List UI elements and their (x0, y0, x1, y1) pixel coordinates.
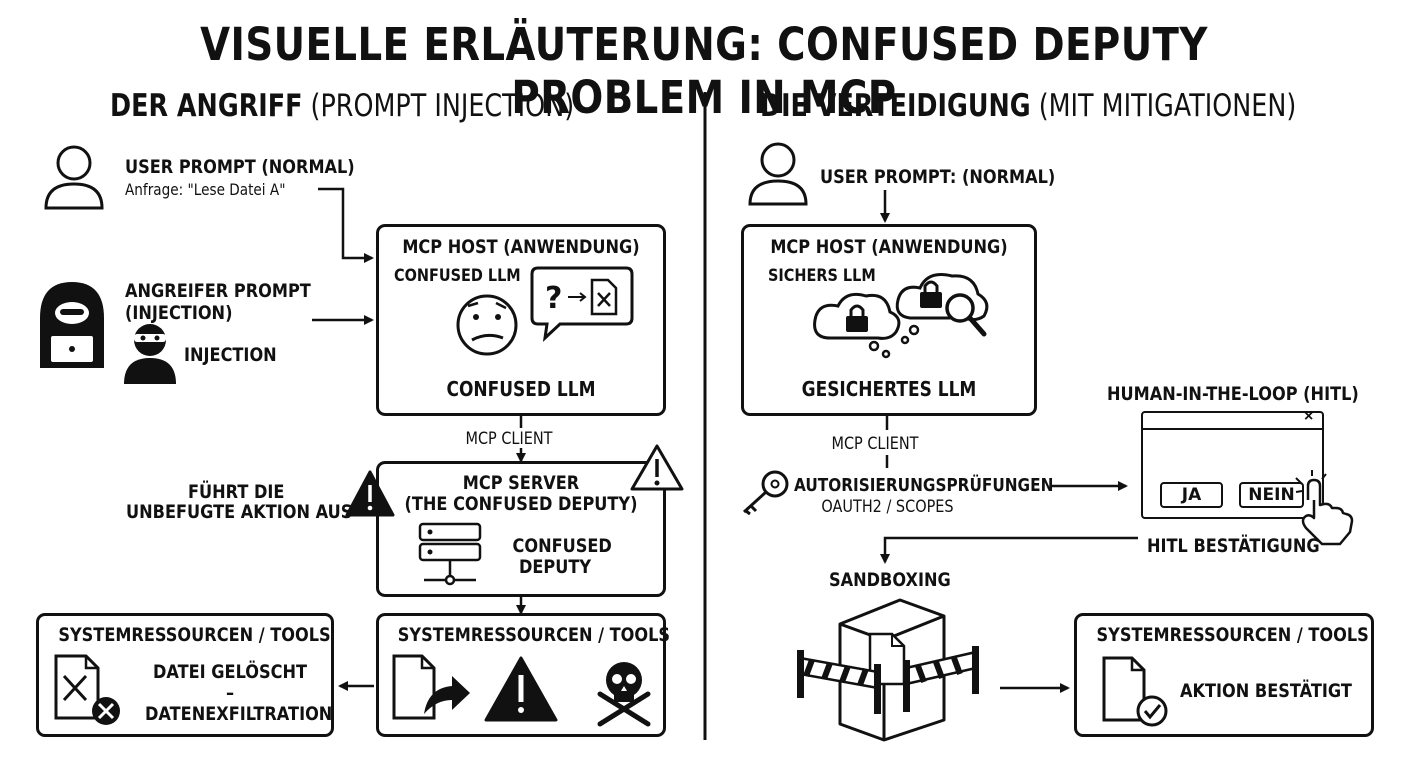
user-prompt-arrow (318, 187, 374, 263)
server-title-line-1: MCP SERVER (462, 472, 580, 494)
right-result-title: SYSTEMRESSOURCEN / TOOLS (1096, 624, 1369, 646)
right-result-text: AKTION BESTÄTIGT (1180, 680, 1352, 702)
left-host-llm-bottom: CONFUSED LLM (446, 377, 596, 401)
right-section-heading: DIE VERTEIDIGUNG (MIT MITIGATIONEN) (760, 88, 1296, 124)
attacker-title-line-1: ANGREIFER PROMPT (125, 280, 311, 302)
right-user-prompt-title: USER PROMPT: (NORMAL) (820, 166, 1056, 188)
left-mcp-server-box (376, 461, 666, 597)
hitl-sandbox-arrow (880, 536, 1138, 564)
right-heading-rest: (MIT MITIGATIONEN) (1038, 88, 1297, 124)
hitl-no-button[interactable]: NEIN (1239, 482, 1304, 508)
left-mcp-client-label: MCP CLIENT (465, 429, 553, 449)
hitl-close-icon[interactable]: × (1304, 408, 1314, 425)
left-result-title: SYSTEMRESSOURCEN / TOOLS (58, 624, 331, 646)
left-result-line-1: DATEI GELÖSCHT (152, 661, 308, 683)
hitl-title: HUMAN-IN-THE-LOOP (HITL) (1107, 383, 1359, 405)
hitl-yes-button[interactable]: JA (1160, 482, 1223, 508)
sandbox-title: SANDBOXING (829, 569, 951, 591)
left-heading-bold: DER ANGRIFF (110, 88, 303, 124)
left-user-prompt-title: USER PROMPT (NORMAL) (125, 156, 355, 178)
right-host-title: MCP HOST (ANWENDUNG) (770, 236, 1008, 258)
right-heading-bold: DIE VERTEIDIGUNG (760, 88, 1031, 124)
left-host-title: MCP HOST (ANWENDUNG) (402, 236, 640, 258)
left-user-prompt-request: Anfrage: "Lese Datei A" (125, 180, 286, 199)
right-host-llm-top: SICHERS LLM (768, 266, 876, 286)
left-result-line-2: – (225, 682, 235, 704)
server-deputy-line-1: CONFUSED (512, 535, 612, 557)
svg-text:?: ? (545, 281, 562, 316)
auth-subtitle: OAUTH2 / SCOPES (821, 497, 954, 517)
right-mcp-client-label: MCP CLIENT (831, 434, 919, 454)
server-deputy-line-2: DEPUTY (518, 556, 592, 578)
left-host-llm-top: CONFUSED LLM (394, 266, 521, 286)
executes-line-2: UNBEFUGTE AKTION AUS (126, 501, 353, 523)
left-heading-rest: (PROMPT INJECTION) (310, 88, 575, 124)
left-resources-title: SYSTEMRESSOURCEN / TOOLS (397, 624, 671, 646)
hitl-dialog-titlebar (1141, 428, 1324, 430)
auth-title: AUTORISIERUNGSPRÜFUNGEN (794, 475, 1054, 496)
hitl-confirm-label: HITL BESTÄTIGUNG (1147, 535, 1320, 557)
injection-label: INJECTION (184, 344, 277, 366)
left-mcp-host-box (376, 224, 666, 416)
executes-line-1: FÜHRT DIE (188, 481, 285, 503)
left-result-line-3: DATENEXFILTRATION (145, 703, 333, 725)
left-section-heading: DER ANGRIFF (PROMPT INJECTION) (110, 88, 574, 124)
server-title-line-2: (THE CONFUSED DEPUTY) (404, 493, 638, 515)
attacker-title-line-2: (INJECTION) (125, 302, 233, 324)
right-host-llm-bottom: GESICHERTES LLM (801, 377, 977, 401)
